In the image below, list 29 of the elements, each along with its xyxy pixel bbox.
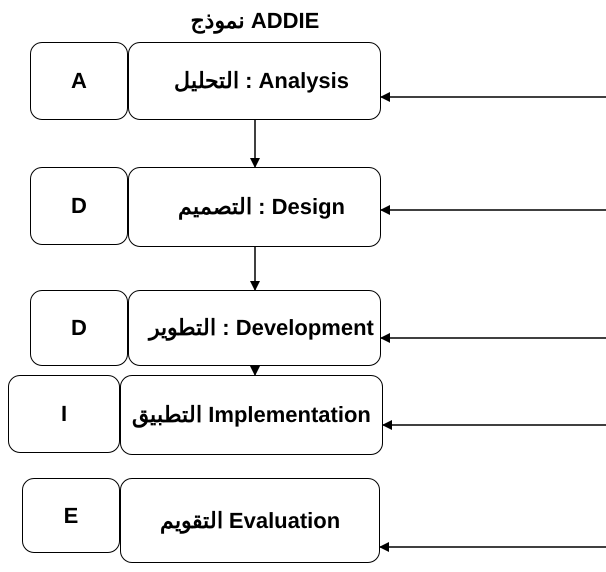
letter-box xyxy=(8,375,120,453)
stage-label: التقويم Evaluation xyxy=(160,508,340,534)
arrow xyxy=(380,205,606,215)
arrow xyxy=(379,542,606,552)
stage-label: التصميم : Design xyxy=(177,194,345,220)
letter-box xyxy=(30,42,128,120)
arrow xyxy=(382,420,606,430)
stage-box xyxy=(120,375,383,455)
stage-box xyxy=(128,290,381,366)
letter-label: E xyxy=(64,502,78,528)
letter-label: D xyxy=(71,193,87,219)
letter-label: D xyxy=(71,315,87,341)
arrow xyxy=(250,247,260,291)
letter-box xyxy=(30,167,128,245)
stage-box xyxy=(128,167,381,247)
letter-box xyxy=(22,478,120,553)
arrow xyxy=(380,92,606,102)
stage-label: التطوير : Development xyxy=(146,315,374,341)
arrow xyxy=(250,120,260,168)
letter-label: A xyxy=(71,68,87,94)
title: نموذج ADDIE xyxy=(190,8,320,34)
stage-label: التحليل : Analysis xyxy=(172,68,350,94)
arrow xyxy=(380,333,606,343)
letter-box xyxy=(30,290,128,366)
arrow xyxy=(250,366,260,376)
letter-label: I xyxy=(60,401,68,427)
stage-box xyxy=(128,42,381,120)
stage-label: التطبيق Implementation xyxy=(132,402,371,428)
stage-box xyxy=(120,478,380,563)
